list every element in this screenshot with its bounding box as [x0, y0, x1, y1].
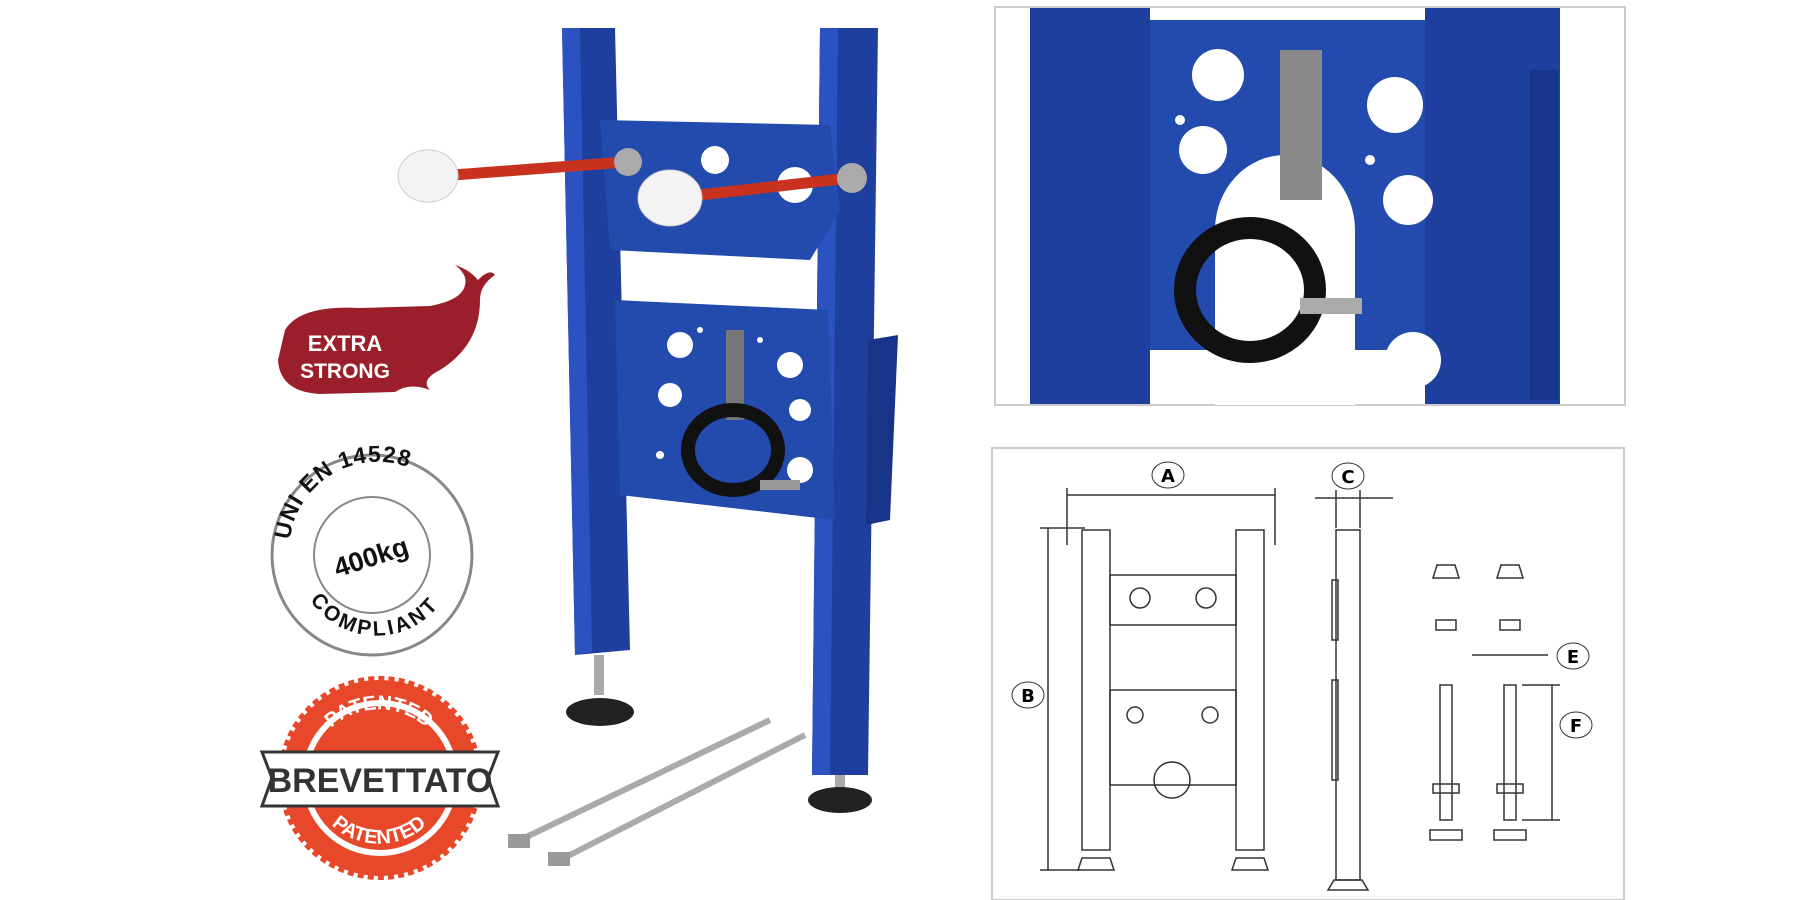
- svg-text:COMPLIANT: COMPLIANT: [306, 589, 444, 641]
- svg-text:C: C: [1341, 467, 1354, 488]
- technical-diagram: [991, 447, 1625, 900]
- patented-badge: PATENTED PATENTED BREVETTATO: [259, 676, 501, 880]
- dimension-label-f: F: [1559, 711, 1593, 739]
- svg-text:E: E: [1567, 647, 1579, 668]
- stamp-bottom-text: COMPLIANT: [306, 589, 441, 641]
- uni-en-compliance-stamp: UNI EN 14528 400kg COMPLIANT: [269, 441, 474, 657]
- svg-text:F: F: [1570, 716, 1582, 737]
- svg-text:UNI EN 14528: UNI EN 14528: [269, 441, 415, 541]
- dimension-label-c: C: [1331, 462, 1365, 490]
- dimension-label-a: A: [1151, 461, 1185, 489]
- brevettato-text: BREVETTATO: [268, 762, 493, 800]
- product-photo-frame: [397, 28, 898, 866]
- detail-photo: [994, 6, 1626, 406]
- extra-strong-line2: STRONG: [300, 360, 390, 383]
- extra-strong-line1: EXTRA: [308, 331, 383, 356]
- stamp-top-text: UNI EN 14528: [269, 441, 414, 541]
- svg-text:A: A: [1161, 466, 1175, 487]
- dimension-label-e: E: [1556, 642, 1590, 670]
- svg-text:B: B: [1021, 686, 1035, 707]
- dimension-label-b: B: [1011, 681, 1045, 709]
- stamp-center-text: 400kg: [330, 531, 412, 583]
- extra-strong-badge: EXTRA STRONG: [278, 265, 495, 394]
